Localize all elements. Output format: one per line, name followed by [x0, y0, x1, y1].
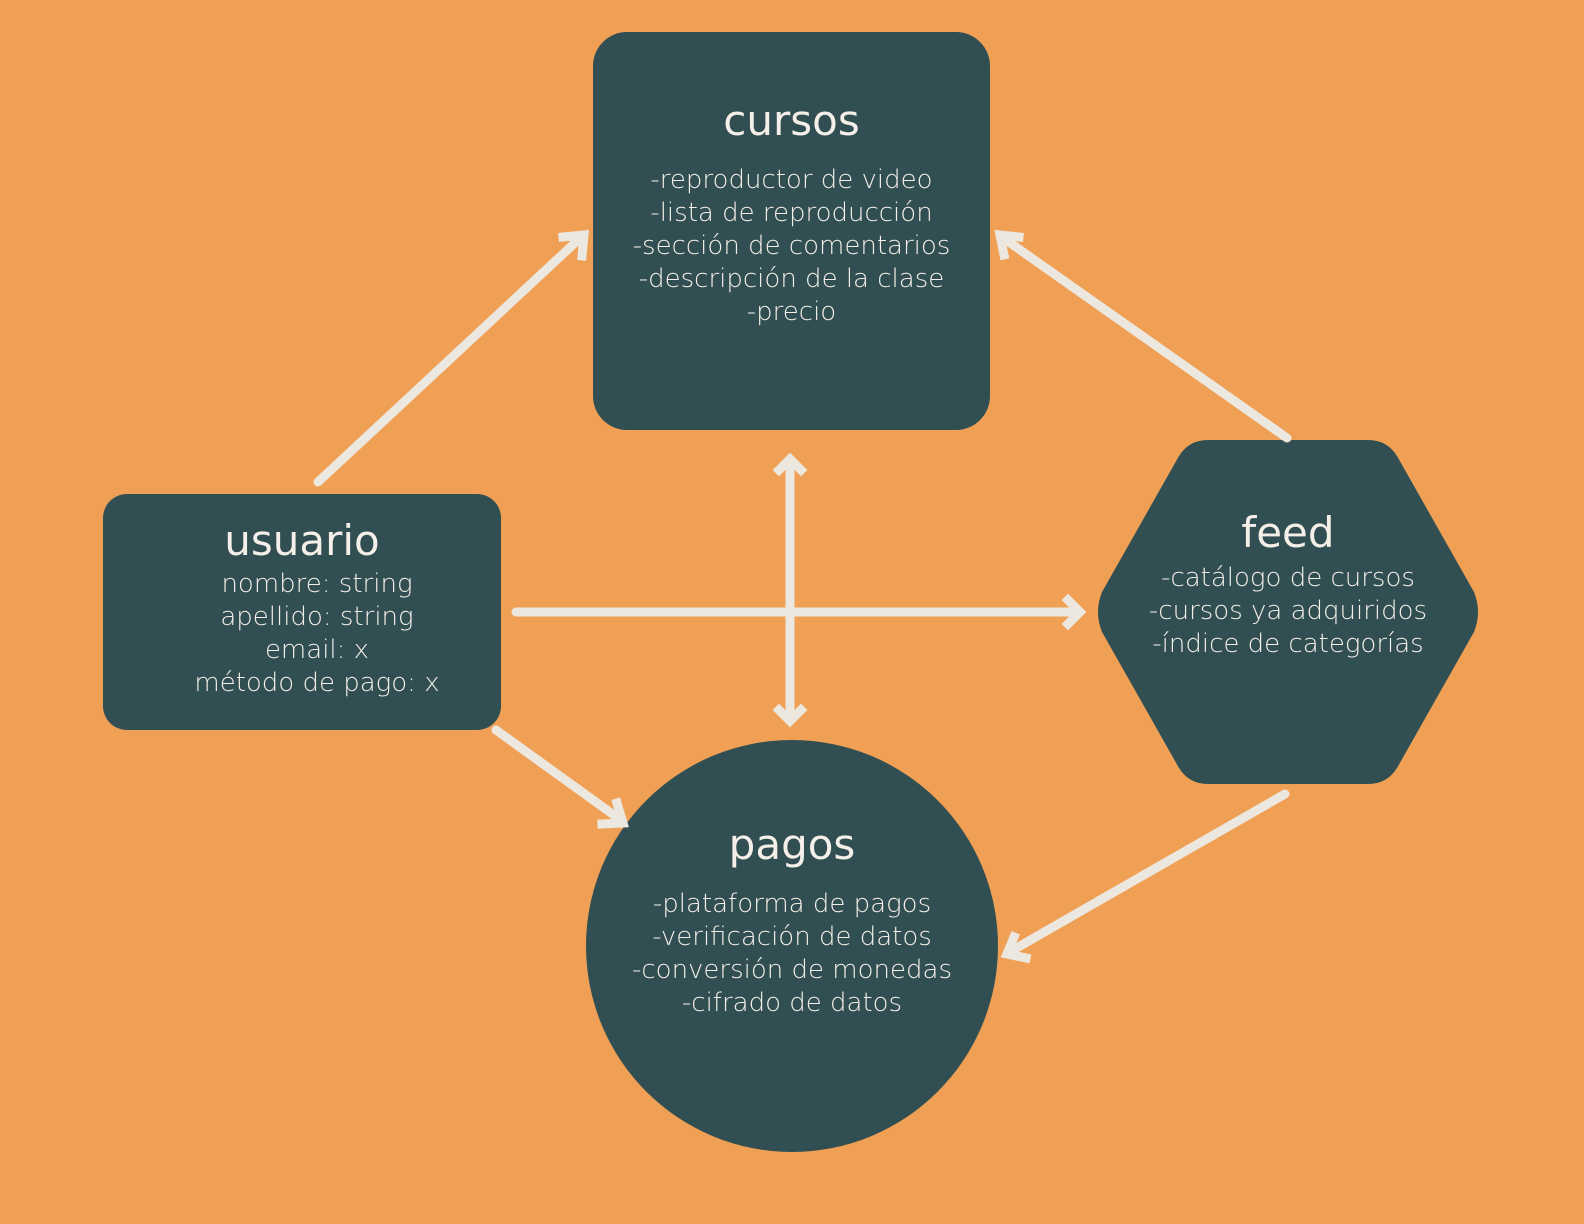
usuario-node-shape [103, 494, 501, 730]
arrow-cursos-pagos-head-bottom [772, 703, 808, 728]
arrow-feed-to-pagos-head [1000, 931, 1032, 964]
cursos-node: cursos -reproductor de video -lista de r… [593, 100, 990, 329]
cursos-features-list: -reproductor de video -lista de reproduc… [593, 164, 990, 329]
feed-node-shape [1098, 440, 1478, 784]
pagos-node-shape [586, 740, 998, 1152]
usuario-fields-list: nombre: string apellido: string email: x… [103, 568, 501, 700]
arrow-usuario-to-pagos-head [597, 797, 629, 829]
pagos-feature: -cifrado de datos [681, 988, 903, 1018]
arrow-cursos-pagos-head-top [772, 452, 808, 477]
arrow-usuario-to-cursos-head [558, 230, 589, 261]
pagos-feature: -conversión de monedas [631, 955, 952, 985]
feed-feature: -índice de categorías [1152, 629, 1424, 659]
usuario-title: usuario [224, 516, 380, 565]
arrow-feed-to-cursos-head [994, 229, 1024, 261]
cursos-feature: -lista de reproducción [650, 198, 933, 228]
cursos-feature: -precio [746, 297, 837, 327]
feed-feature: -cursos ya adquiridos [1148, 596, 1428, 626]
pagos-features-list: -plataforma de pagos -verificación de da… [586, 888, 998, 1020]
feed-node: feed -catálogo de cursos -cursos ya adqu… [1094, 512, 1482, 661]
usuario-field: apellido: string [220, 602, 414, 632]
cursos-node-shape [593, 32, 990, 430]
arrow-usuario-to-cursos-line [313, 235, 583, 487]
feed-features-list: -catálogo de cursos -cursos ya adquirido… [1094, 562, 1482, 661]
pagos-title: pagos [728, 820, 856, 869]
usuario-field: método de pago: x [194, 668, 440, 698]
arrow-usuario-to-cursos [313, 230, 589, 487]
arrow-feed-to-cursos [994, 229, 1292, 443]
arrow-cursos-pagos-bidirectional [772, 452, 808, 728]
feed-title: feed [1241, 508, 1335, 557]
pagos-feature: -plataforma de pagos [652, 889, 932, 919]
cursos-feature: -descripción de la clase [638, 264, 945, 294]
cursos-title: cursos [723, 96, 860, 145]
feed-feature: -catálogo de cursos [1161, 563, 1415, 593]
arrow-usuario-to-feed-head [1061, 593, 1087, 631]
cursos-feature: -sección de comentarios [632, 231, 951, 261]
arrow-usuario-to-pagos-line [491, 725, 623, 823]
usuario-field: nombre: string [221, 569, 413, 599]
arrow-usuario-to-feed [511, 593, 1087, 631]
pagos-node: pagos -plataforma de pagos -verificación… [586, 824, 998, 1020]
arrow-usuario-to-pagos [491, 725, 629, 829]
usuario-node: usuario nombre: string apellido: string … [103, 520, 501, 700]
pagos-feature: -verificación de datos [652, 922, 932, 952]
arrow-feed-to-pagos [1000, 789, 1290, 964]
arrow-feed-to-pagos-line [1008, 789, 1290, 955]
cursos-feature: -reproductor de video [650, 165, 933, 195]
arrow-feed-to-cursos-line [1001, 235, 1292, 443]
usuario-field: email: x [264, 635, 370, 665]
